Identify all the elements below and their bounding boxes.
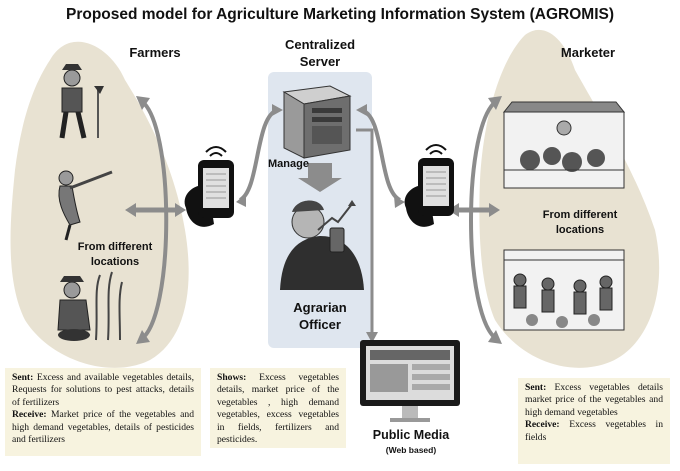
centralized-server-label: Centralized Server — [265, 36, 375, 70]
marketer-locations-label: From different locations — [535, 208, 625, 238]
marketer-locations-line1: From different — [542, 209, 618, 221]
farmers-locations-line2: locations — [90, 256, 140, 268]
agrarian-officer-icon — [280, 200, 364, 290]
farmer-sowing-icon — [58, 170, 113, 241]
marketer-receive-content: Excess vegetables in fields — [525, 419, 663, 443]
marketer-info-box: Sent: Excess vegetables details market p… — [518, 378, 670, 464]
marketer-locations-line2: locations — [555, 224, 605, 236]
public-shows-content: Excess vegetables details, market price … — [217, 372, 339, 446]
public-media-monitor-icon — [360, 340, 460, 422]
marketer-sent-text: Sent: Excess vegetables details market p… — [525, 382, 663, 419]
page-title: Proposed model for Agriculture Marketing… — [65, 6, 614, 23]
farmers-locations-label: From different locations — [70, 240, 160, 270]
farmers-info-box: Sent: Excess and available vegetables de… — [5, 368, 201, 456]
market-stall-icon — [502, 101, 626, 189]
farmers-sent-label: Sent: — [12, 372, 34, 383]
marketer-receive-label: Receive: — [525, 419, 560, 431]
public-media-label: Public Media — [372, 428, 450, 442]
manage-label: Manage — [268, 158, 309, 170]
marketer-label: Marketer — [560, 45, 616, 60]
farmers-island-map — [10, 41, 189, 368]
server-icon — [282, 85, 352, 159]
farmer-crops-icon — [57, 271, 123, 341]
farmers-label: Farmers — [129, 45, 181, 60]
server-label-line1: Centralized — [284, 37, 356, 52]
marketer-bracket — [469, 98, 500, 342]
farmer-standing-icon — [59, 64, 104, 139]
public-media-info-box: Shows: Excess vegetables details, market… — [210, 368, 346, 448]
farmers-receive-label: Receive: — [12, 409, 47, 421]
manage-arrow — [298, 163, 342, 192]
farmers-bracket — [138, 98, 169, 342]
officer-label-line1: Agrarian — [293, 300, 347, 315]
server-label-line2: Server — [299, 54, 341, 69]
farmers-receive-content: Market price of the vegetables and high … — [12, 409, 194, 446]
public-shows-label: Shows: — [217, 372, 247, 383]
agrarian-officer-label: Agrarian Officer — [270, 299, 370, 333]
officer-label-line2: Officer — [299, 317, 341, 332]
mobile-phone-right-icon — [404, 144, 454, 227]
web-based-label: (Web based) — [385, 445, 437, 455]
farmers-sent-content: Excess and available vegetables details,… — [12, 372, 194, 408]
mobile-phone-left-icon — [184, 146, 234, 227]
farmers-receive-text: Receive: Market price of the vegetables … — [12, 409, 194, 446]
server-public-link — [356, 128, 374, 335]
marketer-sent-content: Excess vegetables details market price o… — [525, 382, 663, 418]
farmers-locations-line1: From different — [77, 241, 153, 253]
server-phone-link-right — [359, 108, 402, 202]
farmers-sent-text: Sent: Excess and available vegetables de… — [12, 372, 194, 409]
marketer-receive-text: Receive: Excess vegetables in fields — [525, 419, 663, 444]
marketer-sent-label: Sent: — [525, 382, 547, 393]
market-shoppers-icon — [503, 249, 625, 331]
